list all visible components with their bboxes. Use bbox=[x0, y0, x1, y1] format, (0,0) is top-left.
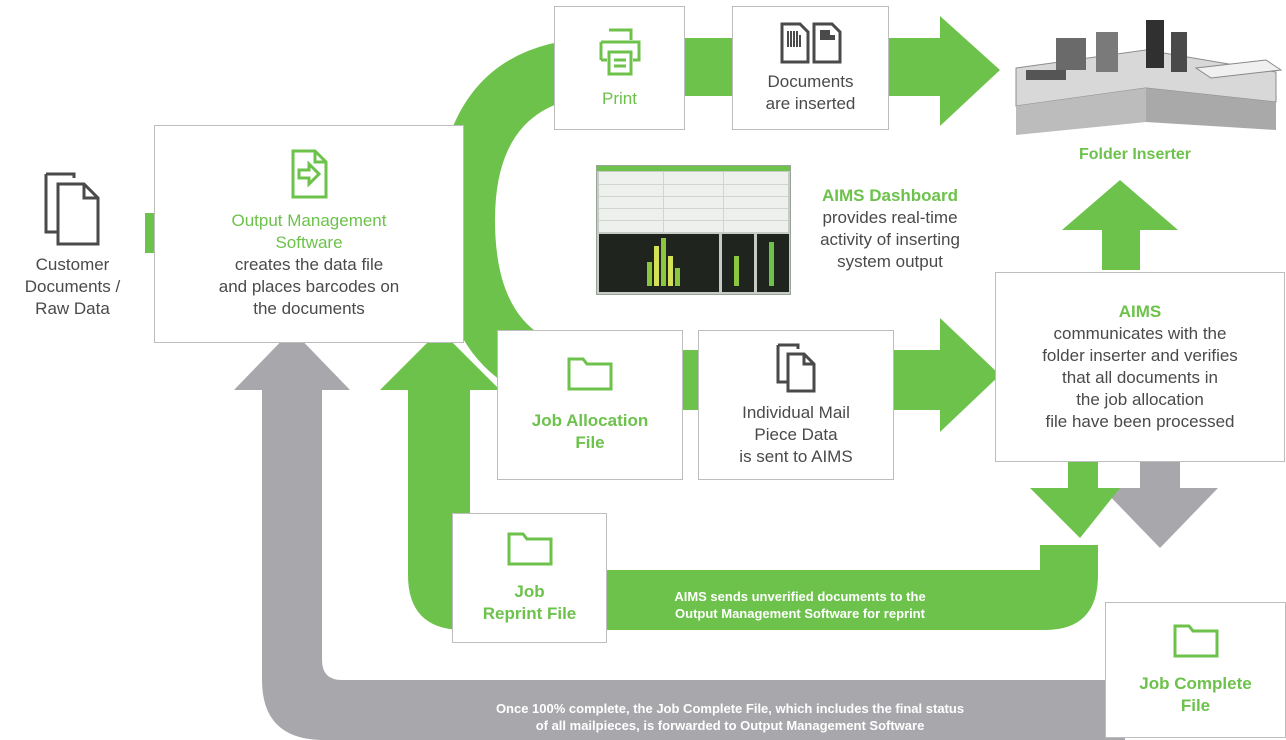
dashboard-line-2: activity of inserting bbox=[820, 230, 960, 249]
oms-desc-2: and places barcodes on bbox=[218, 277, 400, 296]
reprint-label-2: Reprint File bbox=[482, 604, 577, 623]
job-allocation-box: Job Allocation File bbox=[497, 330, 683, 480]
aims-title: AIMS bbox=[1118, 302, 1162, 321]
document-arrow-icon bbox=[291, 149, 328, 199]
inserter-up-arrow bbox=[1062, 180, 1178, 270]
complete-label-2: File bbox=[1180, 696, 1211, 715]
main-flow-arc bbox=[435, 16, 1000, 432]
folder-icon bbox=[507, 532, 552, 566]
mail-piece-label-3: is sent to AIMS bbox=[739, 447, 853, 466]
mail-piece-label-2: Piece Data bbox=[754, 425, 838, 444]
job-allocation-label-1: Job Allocation bbox=[531, 411, 649, 430]
job-reprint-box: Job Reprint File bbox=[452, 513, 607, 643]
folder-icon bbox=[1173, 624, 1218, 658]
job-complete-return-arrow bbox=[234, 330, 1125, 740]
dashboard-caption: AIMS Dashboard provides real-time activi… bbox=[800, 185, 980, 273]
oms-title-2: Software bbox=[275, 233, 343, 252]
mail-piece-data-box: Individual Mail Piece Data is sent to AI… bbox=[698, 330, 894, 480]
mail-piece-label-1: Individual Mail bbox=[742, 403, 850, 422]
complete-banner-1: Once 100% complete, the Job Complete Fil… bbox=[495, 701, 965, 716]
inserted-label-2: are inserted bbox=[765, 94, 856, 113]
aims-line-1: communicates with the bbox=[1053, 324, 1227, 343]
complete-banner-text: Once 100% complete, the Job Complete Fil… bbox=[400, 700, 1060, 734]
folder-inserter-label: Folder Inserter bbox=[1078, 146, 1192, 163]
complete-label-1: Job Complete bbox=[1139, 674, 1252, 693]
printer-icon bbox=[599, 28, 640, 76]
dashboard-line-3: system output bbox=[837, 252, 943, 271]
documents-icon bbox=[776, 343, 816, 393]
reprint-label-1: Job bbox=[514, 582, 545, 601]
aims-dashboard-screenshot bbox=[596, 165, 791, 295]
documents-icon bbox=[44, 172, 99, 246]
job-complete-box: Job Complete File bbox=[1105, 602, 1286, 738]
aims-line-3: that all documents in bbox=[1062, 368, 1218, 387]
oms-desc-3: the documents bbox=[253, 299, 365, 318]
print-label: Print bbox=[602, 89, 637, 108]
reprint-banner-text: AIMS sends unverified documents to the O… bbox=[600, 588, 1000, 622]
folder-inserter-machine bbox=[1015, 20, 1283, 135]
customer-label-2: Documents / bbox=[24, 277, 121, 296]
job-allocation-label-2: File bbox=[575, 433, 605, 452]
dashboard-title: AIMS Dashboard bbox=[821, 186, 959, 205]
reprint-banner-2: Output Management Software for reprint bbox=[675, 606, 925, 621]
customer-label-3: Raw Data bbox=[35, 299, 110, 318]
oms-title-1: Output Management bbox=[231, 211, 387, 230]
dashboard-line-1: provides real-time bbox=[822, 208, 958, 227]
output-management-box: Output Management Software creates the d… bbox=[154, 125, 464, 343]
aims-line-5: file have been processed bbox=[1045, 412, 1235, 431]
aims-green-down-arrow bbox=[1030, 458, 1120, 538]
barcode-documents-icon bbox=[780, 22, 841, 64]
folder-icon bbox=[567, 357, 613, 391]
customer-documents: Customer Documents / Raw Data bbox=[10, 170, 135, 320]
aims-box: AIMS communicates with the folder insert… bbox=[995, 272, 1285, 462]
aims-line-4: the job allocation bbox=[1076, 390, 1204, 409]
print-box: Print bbox=[554, 6, 685, 130]
documents-inserted-box: Documents are inserted bbox=[732, 6, 889, 130]
oms-desc-1: creates the data file bbox=[234, 255, 384, 274]
inserted-label-1: Documents bbox=[767, 72, 854, 91]
reprint-banner-1: AIMS sends unverified documents to the bbox=[674, 589, 926, 604]
reprint-return-arrow bbox=[380, 330, 1098, 630]
aims-gray-down-arrow bbox=[1102, 458, 1218, 548]
complete-banner-2: of all mailpieces, is forwarded to Outpu… bbox=[535, 718, 925, 733]
customer-label-1: Customer bbox=[35, 255, 110, 274]
aims-line-2: folder inserter and verifies bbox=[1042, 346, 1238, 365]
